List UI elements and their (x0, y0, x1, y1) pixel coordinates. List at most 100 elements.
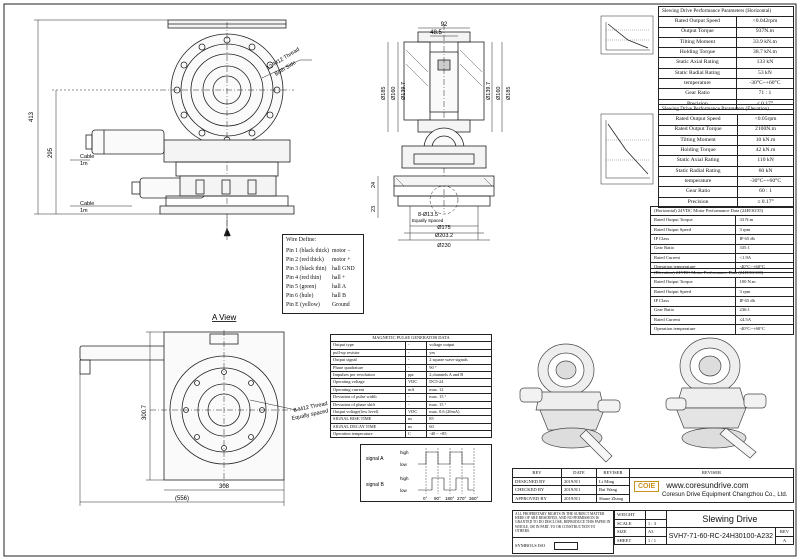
pin-label: Pin 1 (black thick) (286, 247, 329, 254)
param-name: Gear Ratio (657, 186, 739, 198)
pin-label: Pin 5 (green) (286, 283, 317, 290)
dim-160-left: Ø160 (391, 87, 397, 100)
signal-a-low: low (400, 462, 408, 467)
torque-chart-horizontal (600, 15, 654, 55)
wire-row: Pin 6 (hule) hall B (286, 291, 360, 300)
param-name: Holding Torque (657, 145, 739, 157)
date-col-head: DATE (561, 468, 597, 478)
torque-chart-elevation (600, 113, 654, 185)
a-arrow-label: A (226, 231, 231, 238)
dim-556: (556) (175, 496, 189, 502)
horizontal-performance-table: Slewing Drive Performance Parameters (Ho… (658, 5, 795, 110)
pulse-diagram-frame (360, 444, 492, 502)
pulse-unit: - (405, 348, 428, 358)
dim-24: 24 (371, 182, 377, 188)
side-view (393, 24, 495, 215)
checker-name: Bai Wang (596, 485, 630, 495)
pin-function: hall + (332, 274, 346, 281)
signal-b-low: low (400, 488, 408, 493)
param-value: 133 kN (735, 57, 795, 69)
weight-label: WEIGHT (614, 510, 646, 520)
param-name: Rated Output Torque (657, 124, 739, 136)
param-name: Gear Ratio (649, 243, 737, 254)
pulse-param: pull-up resistor (329, 348, 407, 358)
wire-row: Pin 5 (green)hall A (286, 282, 360, 291)
isometric-view-left (519, 343, 621, 463)
pin-function: hall B (332, 292, 347, 299)
table-row: Rated Output Speed<0.05rpm (657, 114, 794, 126)
pulse-unit: - (405, 341, 428, 350)
pulse-value: max. 15 ° (426, 400, 492, 409)
front-view-dimensions (34, 19, 312, 240)
dim-92: 92 (441, 22, 448, 28)
pulse-signal-diagram (418, 448, 475, 494)
param-value: 38.7 kN.m (735, 47, 795, 59)
param-value: <1.9A (735, 252, 794, 264)
approver-name: Shane Zhang (596, 493, 630, 504)
param-name: Operation temperature (649, 324, 737, 335)
param-name: Rated Output Speed (658, 16, 737, 28)
pulse-value: yes (426, 348, 492, 358)
param-name: Rated Output Speed (657, 114, 739, 126)
dim-139-7-right: Ø139.7 (486, 82, 492, 100)
scale-value: 1 : 3 (644, 518, 667, 529)
param-name: Rated Output Speed (649, 286, 737, 298)
param-value: 33 N.m (735, 215, 794, 226)
pulse-unit: - (405, 363, 428, 372)
param-value: IP 65 db (735, 234, 794, 245)
horizontal-perf-title: Slewing Drive Performance Parameters (Ho… (658, 5, 794, 18)
company-cell: COIE www.coresundrive.com Coresun Drive … (629, 476, 794, 504)
pin-label: Pin 4 (red thin) (286, 274, 322, 281)
pin-label: Pin 6 (hule) (286, 292, 314, 299)
proprietary-notes: ALL PROPRIETARY RIGHTS IN THE SUBJECT MA… (512, 510, 614, 538)
pulse-param: Deviation of pulse width (329, 393, 407, 402)
param-name: IP Class (649, 234, 737, 245)
title-block-revision: REV DATE REVISER REVISER DESIGNED BY 201… (512, 468, 794, 504)
param-value: 335:1 (735, 243, 794, 254)
pulse-param: SIGNAL DECAY TIME (329, 422, 407, 432)
pulse-unit: C (405, 430, 428, 439)
pulse-value: DC5-24 (426, 378, 492, 387)
pulse-value: 60 (426, 422, 492, 432)
sheet-border (3, 3, 797, 557)
reviser-col-head: REVISER (596, 468, 630, 478)
param-value: 236:1 (735, 305, 794, 316)
table-row: Deviation of phase shift-max. 15 ° (329, 400, 492, 409)
param-value: -30°C~+60°C (735, 78, 795, 90)
param-name: Tilting Moment (657, 134, 739, 147)
wire-row: Pin 1 (black thick)motor − (286, 246, 360, 255)
pulse-param: Output type (329, 341, 407, 350)
param-name: Static Axial Rating (658, 57, 737, 69)
table-row: Output signal-2 square wave signals (329, 356, 492, 365)
pulse-param: Phase quadrature (329, 363, 407, 372)
wire-row: Pin E (yellow)Ground (286, 300, 360, 309)
company-website: www.coresundrive.com (666, 481, 749, 491)
param-name: Gear Ratio (649, 305, 737, 316)
param-value: 3 rpm (735, 224, 794, 236)
param-name: Static Axial Rating (657, 155, 739, 167)
cable-lower-label: Cable (80, 201, 94, 207)
pulse-param: Impulses per revolution (329, 370, 407, 380)
param-name: Output Torque (658, 26, 737, 38)
designed-date: 2019/8/1 (561, 476, 597, 487)
signal-a-high: high (400, 450, 409, 455)
pin-function: hall GND (332, 265, 355, 272)
weight-value (644, 510, 667, 520)
dim-413: 413 (29, 111, 35, 122)
param-value: <0.042rpm (735, 16, 795, 28)
cable-upper-label: Cable (80, 154, 94, 160)
